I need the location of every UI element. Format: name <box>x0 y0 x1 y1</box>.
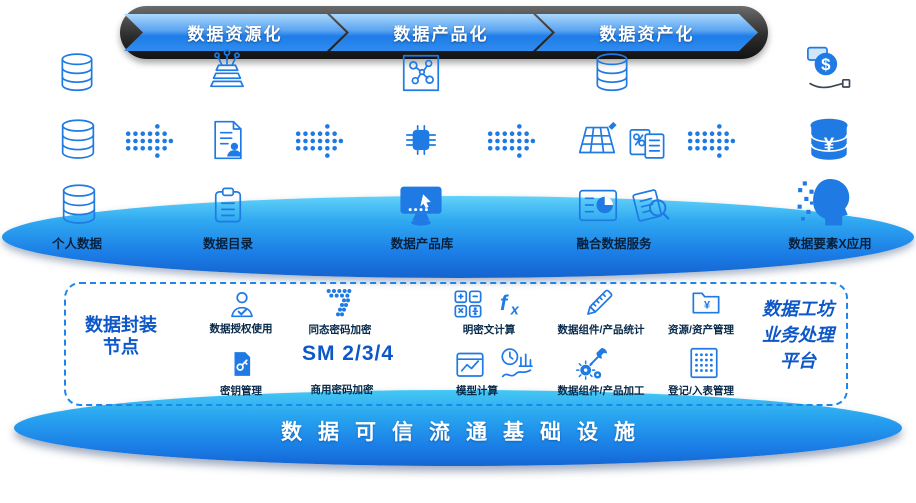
person-check-icon <box>226 289 258 321</box>
document-user-icon <box>206 114 250 166</box>
foundation-band <box>14 390 902 466</box>
registration-entry-management-label: 登记/入表管理 <box>668 385 734 397</box>
column-label-data-product-library: 数据产品库 <box>390 237 454 251</box>
dotted-arrow-icon <box>486 122 536 160</box>
encapsulation-node-title: 数据封装 节点 <box>73 314 169 358</box>
dotted-arrow-icon <box>294 122 344 160</box>
documents-percent-icon <box>626 122 668 164</box>
component-product-statistics-label: 数据组件/产品统计 <box>557 324 645 336</box>
platform-box <box>64 282 848 406</box>
dotted-arrow-icon <box>124 122 174 160</box>
svg-text:¥: ¥ <box>704 300 711 312</box>
clock-chart-icon <box>496 344 538 382</box>
database-yuan-icon: ¥ <box>804 114 854 166</box>
database-icon <box>55 116 101 164</box>
column-label-data-catalog: 数据目录 <box>202 237 254 251</box>
encapsulation-title-line1: 数据封装 <box>85 315 157 335</box>
perspective-grid-icon <box>570 118 624 164</box>
stage-arrow-assetization: 数据资产化 <box>536 14 758 51</box>
data-platform-band <box>2 196 914 278</box>
auth-usage-label: 数据授权使用 <box>209 323 273 335</box>
money-bag-hand-icon: $ <box>798 42 856 96</box>
database-icon <box>55 50 99 96</box>
ruler-pen-icon <box>576 286 620 322</box>
foundation-title: 数据可信流通基础设施 <box>281 421 651 444</box>
chip-icon <box>398 120 444 160</box>
column-label-fused-data-services: 融合数据服务 <box>576 237 652 251</box>
wrench-gear-icon <box>572 344 612 382</box>
molecule-box-icon <box>397 50 445 96</box>
workshop-title-line1: 数据工坊 <box>762 299 834 319</box>
stage-arrow-productization: 数据产品化 <box>330 14 552 51</box>
model-compute-label: 模型计算 <box>456 385 498 397</box>
box-chart-icon <box>452 346 488 382</box>
svg-text:f: f <box>500 291 509 315</box>
workshop-platform-title: 数据工坊 业务处理 平台 <box>742 296 854 374</box>
process-stages: 数据资源化 数据产品化 数据资产化 <box>124 14 758 51</box>
stage-arrow-resourcification: 数据资源化 <box>124 14 346 51</box>
dashboard-pie-icon <box>573 182 623 228</box>
dotted-seven-icon <box>320 287 356 319</box>
column-label-data-element-x-application: 数据要素X应用 <box>788 237 872 251</box>
svg-text:¥: ¥ <box>824 133 835 154</box>
column-label-personal-data: 个人数据 <box>51 237 103 251</box>
key-document-icon <box>227 345 257 383</box>
folder-yuan-icon: ¥ <box>688 286 724 318</box>
workshop-title-line3: 平台 <box>780 351 816 371</box>
monitor-icon <box>395 178 447 230</box>
key-management-label: 密钥管理 <box>220 385 262 397</box>
workshop-title-line2: 业务处理 <box>762 325 834 345</box>
component-product-processing-label: 数据组件/产品加工 <box>557 385 645 397</box>
database-icon <box>590 50 634 96</box>
svg-text:x: x <box>510 303 520 319</box>
data-aggregation-icon <box>202 48 252 94</box>
stage-label: 数据产品化 <box>393 25 489 44</box>
dot-grid-icon <box>686 342 722 384</box>
commercial-encryption-label: 商用密码加密 <box>310 384 374 396</box>
sm-standards-label: SM 2/3/4 <box>301 342 395 365</box>
encapsulation-title-line2: 节点 <box>103 337 139 357</box>
database-icon <box>56 180 102 230</box>
homomorphic-encryption-label: 同态密码加密 <box>308 324 372 336</box>
document-search-icon <box>628 180 674 230</box>
clipboard-icon <box>207 178 249 232</box>
digital-head-icon <box>794 170 858 232</box>
svg-text:$: $ <box>821 55 831 74</box>
stage-label: 数据资产化 <box>599 25 695 44</box>
resource-asset-management-label: 资源/资产管理 <box>668 324 734 336</box>
plain-cipher-compute-label: 明密文计算 <box>462 324 516 336</box>
stage-label: 数据资源化 <box>187 25 283 44</box>
dotted-arrow-icon <box>686 122 736 160</box>
calculator-icon <box>452 288 484 320</box>
